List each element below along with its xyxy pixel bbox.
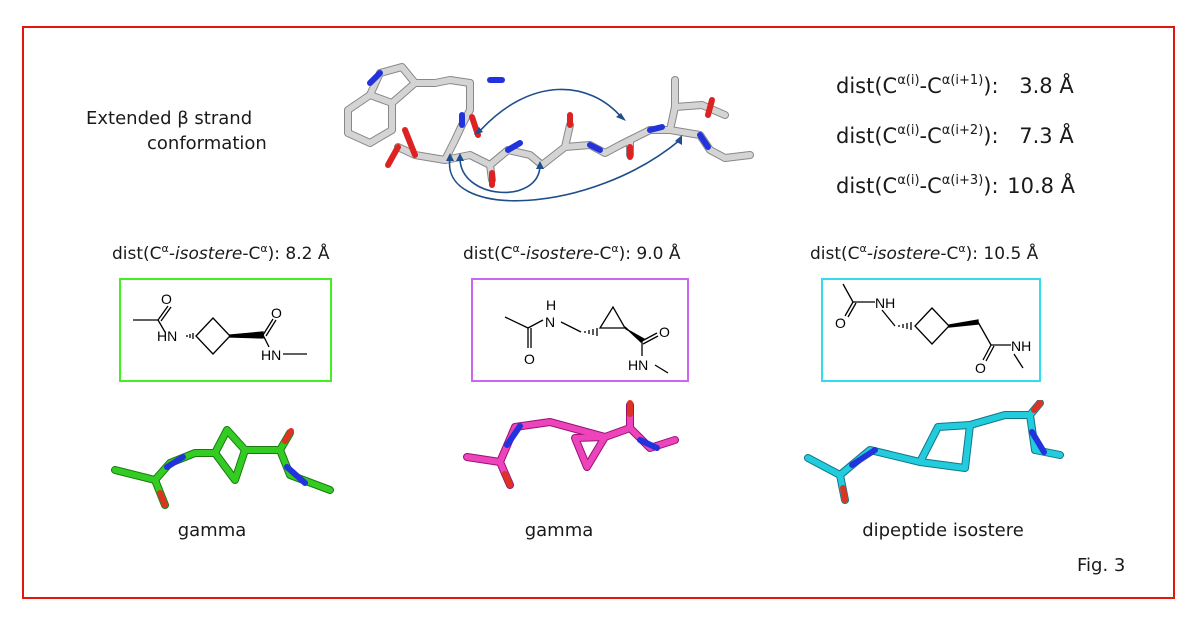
caption-green-model: gamma [177, 520, 247, 541]
isostere-label-3: dist(Cα-isostere-Cα): 10.5 Å [810, 242, 1039, 264]
label-prefix: dist(C [810, 244, 860, 264]
atom-h: H [546, 297, 556, 313]
chemical-structure-3: NH O O NH [835, 283, 1031, 376]
label-dash: -C [940, 244, 959, 264]
label-sup: α [161, 242, 169, 255]
strand-title-line1: Extended β strand [86, 108, 253, 129]
chemical-structure-2: H N O O HN [504, 297, 670, 374]
atom-o: O [524, 351, 535, 367]
distance-suffix: ): [983, 74, 999, 98]
distance-prefix: dist(C [836, 74, 898, 98]
label-dash: - [519, 244, 526, 264]
figure-label: Fig. 3 [1077, 555, 1126, 576]
distance-prefix: dist(C [836, 124, 898, 148]
figure-border [22, 26, 1175, 599]
label-value: ): 10.5 Å [965, 244, 1039, 264]
distance-suffix: ): [983, 124, 999, 148]
stick-model-cyan [804, 400, 1064, 504]
label-dash: - [866, 244, 873, 264]
distance-sup: α(i+1) [941, 73, 984, 88]
atom-hn: HN [628, 357, 648, 373]
label-prefix: dist(C [112, 244, 162, 264]
distance-suffix: ): [983, 174, 999, 198]
label-italic: isostere [872, 244, 941, 264]
structure-box-cyclopropane-gamma: H N O O HN [471, 278, 689, 382]
atom-o: O [161, 291, 172, 307]
stick-model-green [111, 426, 334, 509]
strand-title-line2: conformation [147, 133, 267, 154]
atom-nh: NH [875, 295, 895, 311]
atom-o: O [835, 315, 846, 331]
distance-row-1: dist(Cα(i)-Cα(i+1)): 3.8 Å [836, 74, 1074, 98]
label-value: ): 8.2 Å [267, 244, 330, 264]
distance-sup: α(i+2) [941, 123, 984, 138]
label-sup: α [611, 242, 619, 255]
caption-cyan-model: dipeptide isostere [862, 520, 1024, 541]
label-italic: isostere [525, 244, 594, 264]
distance-sup: α(i+3) [941, 173, 984, 188]
label-italic: isostere [174, 244, 243, 264]
caption-magenta-model: gamma [524, 520, 594, 541]
distance-mid: -C [919, 174, 942, 198]
structure-box-cyclobutane-gamma: O HN O HN [119, 278, 332, 382]
label-sup: α [260, 242, 268, 255]
atom-n: N [545, 314, 555, 330]
label-dash: -C [242, 244, 261, 264]
structure-box-dipeptide-isostere: NH O O NH [821, 278, 1041, 382]
distance-value: 10.8 Å [1007, 174, 1076, 198]
distance-sup: α(i) [897, 123, 920, 138]
label-sup: α [958, 242, 966, 255]
distance-mid: -C [919, 124, 942, 148]
distance-mid: -C [919, 74, 942, 98]
atom-o: O [975, 360, 986, 376]
isostere-label-1: dist(Cα-isostere-Cα): 8.2 Å [112, 242, 330, 264]
stick-model-magenta [463, 400, 679, 489]
atom-o: O [271, 305, 282, 321]
label-sup: α [859, 242, 867, 255]
distance-sup: α(i) [897, 73, 920, 88]
atom-o: O [659, 324, 670, 340]
atom-nh: NH [1011, 338, 1031, 354]
atom-hn: HN [157, 328, 177, 344]
chemical-structure-1: O HN O HN [133, 291, 307, 363]
label-prefix: dist(C [463, 244, 513, 264]
peptide-strand-model [344, 63, 754, 202]
distance-prefix: dist(C [836, 174, 898, 198]
label-sup: α [512, 242, 520, 255]
distance-sup: α(i) [897, 173, 920, 188]
distance-value: 3.8 Å [1019, 74, 1074, 98]
isostere-label-2: dist(Cα-isostere-Cα): 9.0 Å [463, 242, 681, 264]
atom-hn: HN [261, 347, 281, 363]
distance-value: 7.3 Å [1019, 124, 1074, 148]
label-value: ): 9.0 Å [618, 244, 681, 264]
label-dash: - [168, 244, 175, 264]
distance-row-3: dist(Cα(i)-Cα(i+3)): 10.8 Å [836, 174, 1075, 198]
distance-row-2: dist(Cα(i)-Cα(i+2)): 7.3 Å [836, 124, 1074, 148]
label-dash: -C [593, 244, 612, 264]
